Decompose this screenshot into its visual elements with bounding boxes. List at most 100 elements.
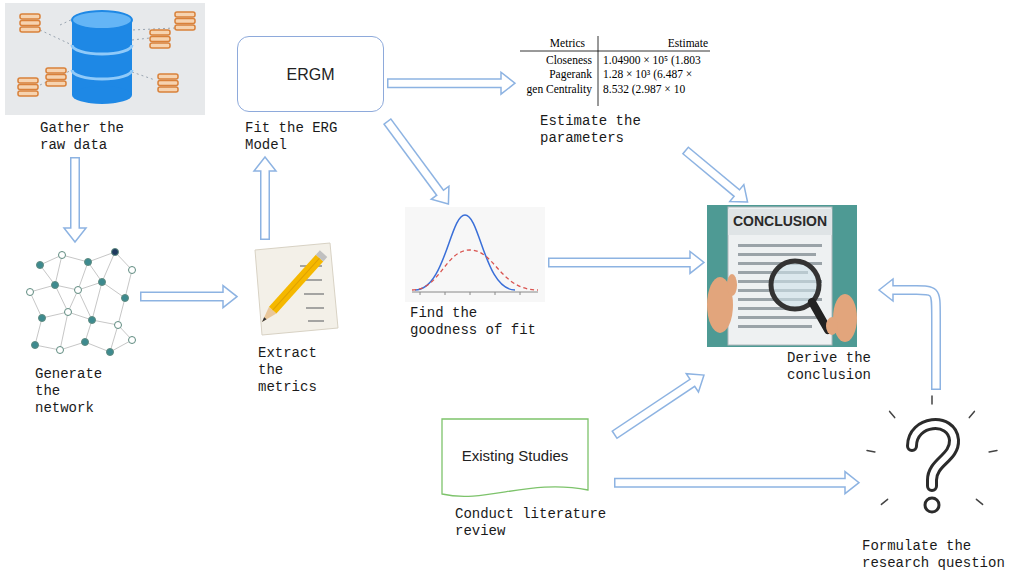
pencil-picture [255,243,338,335]
network-picture [112,249,119,256]
arrow-fill [891,290,937,388]
database-picture [72,45,132,54]
flow-arrow [140,286,237,308]
network-picture [27,289,34,296]
arrow-fill [262,169,269,239]
picture-area [25,245,137,360]
conclusion-picture [728,209,832,235]
flow-arrow [548,251,704,273]
flow-arrow [387,72,515,94]
flow-arrow [879,279,936,390]
step-caption: Estimate the parameters [540,113,645,147]
box-outline: ERGM [237,36,384,112]
distribution-plot [405,207,545,302]
network-picture [37,262,44,269]
document-outline [442,419,588,496]
conclusion-picture [738,325,812,328]
conclusion-picture [707,205,857,347]
database-picture [175,12,195,30]
question-symbol [867,396,997,512]
picture-area [240,243,340,333]
table-cell: Estimate [668,37,708,50]
pencil-picture [273,258,320,310]
distribution-plot [412,292,538,293]
database-picture [5,3,205,115]
arrow-fill [72,159,79,231]
flow-arrow [614,374,704,435]
flow-arrow [64,157,86,242]
picture-area [862,393,1002,525]
network-picture [82,339,89,346]
network-picture [122,295,129,302]
document-area: Existing Studies [441,418,589,502]
database-picture [5,3,205,115]
question-symbol [867,396,997,504]
network-picture [39,315,46,322]
step-caption: Derive the conclusion [787,350,875,384]
table-cell: Metrics [550,37,585,50]
network-picture [99,279,106,286]
network-picture [107,349,114,356]
arrow-fill [388,122,442,195]
step-caption: Find the goodness of fit [410,305,540,339]
table-cell: 1.28 × 10³ (6.487 × [603,68,692,81]
distribution-plot [405,207,545,302]
table-cell: gen Centrality [527,83,592,96]
pencil-picture [261,317,267,323]
arrow-fill [615,381,694,434]
table-cell: 1.04900 × 10⁵ (1.803 [603,54,701,67]
flow-arrow [387,121,449,204]
database-picture [158,74,178,92]
picture-area [5,3,205,115]
database-picture [72,70,132,79]
pencil-picture [255,243,338,335]
step-picture: Extract the metrics [240,243,340,396]
step-caption: Generate the network [35,366,106,417]
database-picture [72,86,132,104]
network-picture [57,347,64,354]
network-picture [27,249,136,356]
question-symbol [912,424,954,486]
step-caption: Extract the metrics [258,345,321,396]
process-box: ERGMFit the ERG Model [237,36,384,154]
table-rules [520,36,710,106]
conclusion-picture [707,205,857,347]
conclusion-picture [738,253,816,256]
step-picture: Generate the network [25,245,137,417]
flow-arrow [614,472,859,494]
arrow-fill [142,293,226,300]
flow-arrow [254,157,276,240]
database-picture [150,30,170,48]
conclusion-picture [738,244,822,247]
distribution-plot [412,250,538,290]
arrow-fill [686,151,739,195]
node-label: ERGM [287,65,335,84]
network-picture [27,249,136,356]
question-symbol [925,498,939,512]
step-caption: Gather the raw data [40,120,128,154]
distribution-plot [420,292,520,295]
arrow-fill [550,259,693,266]
database-picture [46,68,66,86]
pencil-picture [269,255,323,314]
step-caption: Conduct literature review [455,506,610,540]
network-picture [75,287,82,294]
banner-text: CONCLUSION [733,213,827,230]
network-picture [52,282,59,289]
conclusion-picture [727,274,737,296]
arrow-fill [389,80,504,87]
network-picture [129,337,136,344]
conclusion-picture [738,244,822,328]
arrow-fill [616,479,848,486]
distribution-plot [415,215,515,290]
pencil-picture [258,250,327,325]
question-symbol [912,424,954,486]
table-cell: Closeness [546,54,592,67]
network-picture [115,322,122,329]
node-label: Existing Studies [462,445,569,464]
conclusion-picture [826,317,838,335]
table-cell: 8.532 (2.987 × 10 [603,83,685,96]
